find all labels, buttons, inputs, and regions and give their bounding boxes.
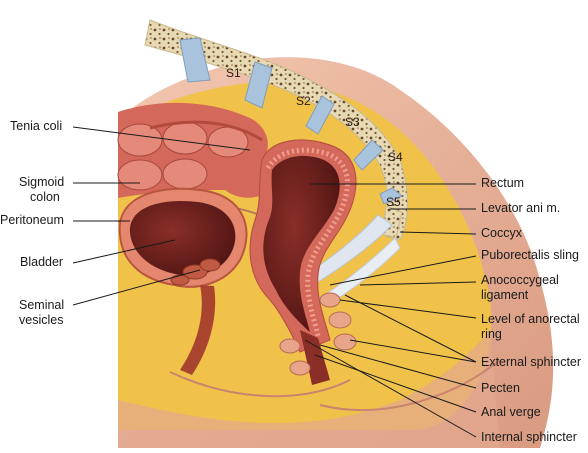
haustra	[117, 121, 249, 191]
perineal-skin	[118, 330, 500, 448]
label-seminal-1: Seminal	[19, 298, 65, 312]
label-rectum: Rectum	[481, 176, 525, 190]
vertebra-s4: S4	[388, 150, 403, 164]
disc-3	[305, 95, 335, 135]
label-levator-ani: Levator ani m.	[481, 201, 561, 215]
label-peritoneum: Peritoneum	[0, 213, 64, 227]
label-sigmoid-2: colon	[30, 190, 60, 204]
label-anal-verge: Anal verge	[481, 405, 541, 419]
urethra	[180, 285, 216, 375]
tenia-coli-band	[149, 120, 263, 142]
right-leader-lines	[304, 183, 477, 438]
seminal-vesicles-shape	[170, 258, 221, 286]
vertebra-s3: S3	[345, 115, 360, 129]
leader-anal-verge	[314, 354, 477, 413]
anal-canal	[300, 330, 330, 385]
leader-bladder	[72, 239, 176, 264]
vertebra-s5: S5	[386, 195, 401, 209]
bladder-lumen	[129, 200, 236, 276]
external-sphincter-shape	[279, 292, 357, 376]
perineal-fold	[169, 371, 351, 398]
label-seminal-2: vesicles	[19, 313, 64, 327]
disc-2	[244, 61, 273, 109]
label-external-sphincter: External sphincter	[481, 355, 582, 369]
disc-4	[353, 139, 384, 171]
vertebra-s1: S1	[226, 66, 241, 80]
rectum-lumen	[263, 155, 340, 332]
label-coccyx: Coccyx	[481, 226, 522, 240]
leader-external-2	[349, 339, 477, 363]
leader-puborectalis	[329, 255, 477, 286]
label-sigmoid-1: Sigmoid	[19, 175, 65, 189]
sacrum	[144, 19, 408, 241]
label-internal-sphincter: Internal sphincter	[481, 430, 577, 444]
disc-5	[379, 187, 403, 205]
leader-seminal	[72, 269, 201, 306]
buttock-fold	[319, 359, 501, 411]
leader-coccyx	[399, 231, 477, 235]
label-tenia-coli: Tenia coli	[10, 119, 63, 133]
disc-1	[179, 37, 211, 83]
leader-tenia-coli	[72, 126, 251, 151]
vertebra-s2: S2	[296, 94, 311, 108]
leader-external-1	[344, 294, 477, 363]
label-pecten: Pecten	[481, 381, 520, 395]
label-anorectal-2: ring	[481, 327, 502, 341]
label-anococcygeal-2: ligament	[481, 288, 529, 302]
label-anorectal-1: Level of anorectal	[481, 312, 580, 326]
label-anococcygeal-1: Anococcygeal	[481, 273, 559, 287]
leader-internal	[304, 339, 477, 438]
left-leader-lines	[72, 126, 251, 306]
leader-anococcygeal	[359, 281, 477, 286]
label-bladder: Bladder	[20, 255, 64, 269]
leader-pecten	[319, 344, 477, 389]
label-puborectalis: Puborectalis sling	[481, 248, 579, 262]
leader-anorectal	[339, 299, 477, 319]
